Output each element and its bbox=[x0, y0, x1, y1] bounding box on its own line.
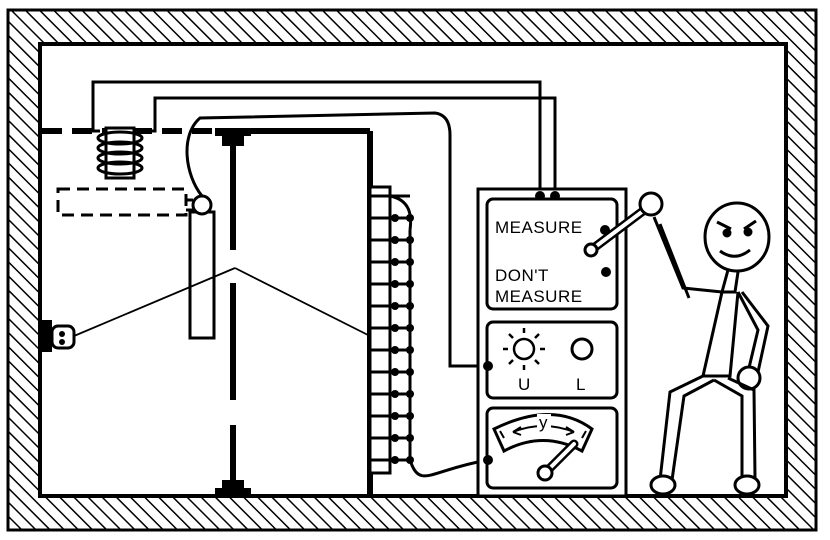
detector-node bbox=[391, 434, 399, 442]
coil bbox=[96, 126, 144, 180]
dont-label-line2: MEASURE bbox=[495, 287, 583, 306]
light-rays bbox=[73, 267, 371, 337]
detector-node bbox=[391, 368, 399, 376]
sun-lit-icon bbox=[503, 328, 545, 370]
detector-node bbox=[391, 390, 399, 398]
lamp-off-icon bbox=[570, 337, 594, 361]
switch-lever[interactable] bbox=[583, 191, 664, 258]
detector-node bbox=[391, 236, 399, 244]
detector-node bbox=[406, 214, 414, 222]
detector-node bbox=[391, 346, 399, 354]
meter-scale-label: y bbox=[539, 413, 548, 432]
indicator-panel: U L bbox=[485, 320, 619, 400]
detector-node bbox=[391, 280, 399, 288]
detector-node bbox=[406, 346, 414, 354]
detector-node bbox=[406, 324, 414, 332]
detector-node bbox=[406, 258, 414, 266]
wire-terminal bbox=[483, 455, 493, 465]
meter-dial bbox=[492, 413, 594, 454]
detector-node bbox=[406, 390, 414, 398]
detector-node bbox=[406, 280, 414, 288]
switch-panel: MEASURE DON'T MEASURE bbox=[485, 191, 664, 311]
meter-panel: y bbox=[485, 406, 619, 490]
detector-node bbox=[406, 368, 414, 376]
detector-node bbox=[406, 302, 414, 310]
u-label: U bbox=[518, 375, 531, 394]
meter-needle bbox=[536, 439, 579, 482]
detector-node bbox=[391, 302, 399, 310]
detector-node bbox=[406, 434, 414, 442]
l-label: L bbox=[576, 375, 586, 394]
detector-node bbox=[391, 214, 399, 222]
wires-top bbox=[91, 80, 557, 368]
detector-node bbox=[406, 236, 414, 244]
detector-node bbox=[391, 324, 399, 332]
detector-node bbox=[391, 456, 399, 464]
detector-node bbox=[406, 412, 414, 420]
stick-figure-observer bbox=[649, 201, 771, 496]
dont-label-line1: DON'T bbox=[495, 266, 549, 285]
detector-node bbox=[406, 456, 414, 464]
dont-measure-contact bbox=[601, 267, 611, 277]
detector-array bbox=[368, 185, 489, 478]
light-source bbox=[42, 320, 76, 352]
detector-node bbox=[391, 412, 399, 420]
observer-head bbox=[703, 201, 771, 273]
hatched-wall bbox=[6, 8, 818, 532]
piston-assembly bbox=[56, 187, 216, 340]
wire-terminal bbox=[483, 361, 493, 371]
detector-node bbox=[391, 258, 399, 266]
measure-label: MEASURE bbox=[495, 218, 583, 237]
